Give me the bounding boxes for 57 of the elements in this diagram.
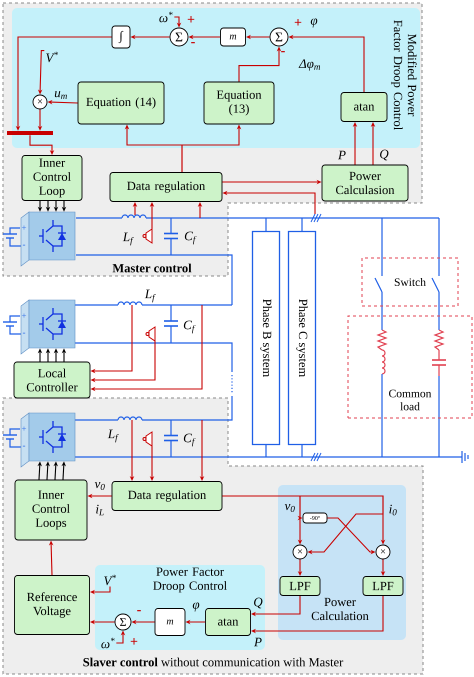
polarity-sign: + xyxy=(22,225,26,230)
block-box: Data regulation xyxy=(112,481,222,511)
block-box: atan xyxy=(205,608,251,636)
load-region: Common load xyxy=(348,316,472,418)
sign-label: + xyxy=(294,19,302,26)
math-label: Q xyxy=(380,150,388,160)
math-label: C$_{f}$ xyxy=(184,232,196,244)
math-label: v$_{0}$ xyxy=(284,504,295,512)
math-label: ω$^{*}$ xyxy=(101,638,115,648)
math-label: L$_{f}$ xyxy=(108,430,119,442)
sign-label: - xyxy=(137,610,141,612)
current-sensor-symbol xyxy=(142,228,152,244)
sign-label: + xyxy=(188,16,194,23)
polarity-sign: - xyxy=(22,332,26,334)
polarity-sign: - xyxy=(22,244,26,246)
sign-label: - xyxy=(281,51,285,52)
gain-box: m xyxy=(220,28,246,46)
math-label: V$^{*}$ xyxy=(46,52,58,62)
math-label: P xyxy=(254,638,262,646)
math-label: v$_{0}$ xyxy=(94,482,105,490)
block-box: Power Calculasion xyxy=(322,164,408,202)
math-label: L$_{f}$ xyxy=(122,232,134,246)
block-box: atan xyxy=(340,92,388,122)
filter-box: LPF xyxy=(280,576,320,596)
math-label: Δφ$_{m}$ xyxy=(298,59,320,71)
math-label: V$^{*}$ xyxy=(104,574,116,586)
block-box: Equation (13) xyxy=(204,82,274,124)
phase-system-box: Phase B system xyxy=(252,230,280,446)
switch-region: Switch xyxy=(362,258,458,306)
math-label: Q xyxy=(254,598,262,608)
sign-label: + xyxy=(130,638,138,645)
math-label: φ xyxy=(310,18,318,28)
sign-label: - xyxy=(191,42,195,44)
block-box: Equation (14) xyxy=(78,82,164,124)
math-label: C$_{f}$ xyxy=(184,434,196,446)
math-label: φ xyxy=(192,602,200,612)
math-label: u$_{m}$ xyxy=(54,91,67,99)
block-box: Data regulation xyxy=(110,172,222,202)
block-box: Reference Voltage xyxy=(14,575,90,635)
polarity-sign: + xyxy=(22,313,26,318)
block-box: Inner Control Loop xyxy=(22,155,82,201)
filter-box: LPF xyxy=(362,576,404,596)
current-sensor-symbol xyxy=(146,326,156,342)
math-label: C$_{f}$ xyxy=(184,320,196,334)
polarity-sign: + xyxy=(22,426,26,431)
current-sensor-symbol xyxy=(142,431,152,447)
block-box: Local Controller xyxy=(14,362,90,398)
gain-box: m xyxy=(154,608,186,636)
arrow xyxy=(222,495,384,554)
phase-system-box: Phase C system xyxy=(288,230,316,446)
integrator-box: ∫ xyxy=(112,26,130,48)
block-box: Inner Control Loops xyxy=(14,480,88,540)
math-label: P xyxy=(338,150,346,160)
math-label: i$_{0}$ xyxy=(389,504,397,516)
math-label: i$_{L}$ xyxy=(96,504,104,516)
math-label: L$_{f}$ xyxy=(144,290,156,302)
math-label: ω$^{*}$ xyxy=(159,12,173,22)
